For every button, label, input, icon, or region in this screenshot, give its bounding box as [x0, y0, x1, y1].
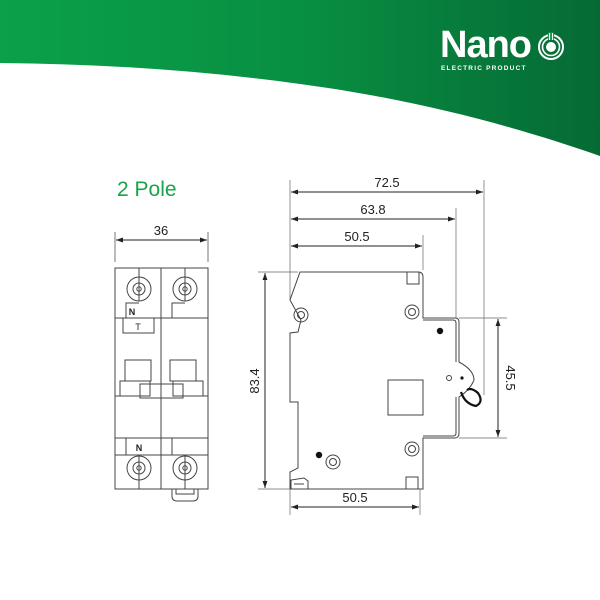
brand-tagline: ELECTRIC PRODUCT: [441, 65, 527, 72]
front-view: [114, 232, 209, 502]
indicator-dot: [315, 451, 323, 459]
side-view: [258, 180, 507, 515]
label-neutral-top: N: [129, 307, 136, 317]
label-test: T: [135, 322, 141, 332]
power-icon: [538, 32, 564, 60]
dim-top-depth: 50.5: [344, 229, 369, 244]
indicator-dot: [436, 327, 444, 335]
dim-rail-height: 45.5: [503, 365, 518, 390]
dim-mid-depth: 63.8: [360, 202, 385, 217]
header-banner: [0, 0, 600, 156]
brand-name: Nano: [440, 24, 532, 66]
dim-overall-depth: 72.5: [374, 175, 399, 190]
brand-logo: Nano ELECTRIC PRODUCT: [440, 25, 580, 75]
dim-width: 36: [154, 223, 168, 238]
pole-title: 2 Pole: [117, 178, 177, 201]
pivot-dot: [460, 376, 464, 380]
dim-height: 83.4: [247, 368, 262, 393]
dim-bottom-depth: 50.5: [342, 490, 367, 505]
label-neutral-bottom: N: [136, 443, 143, 453]
